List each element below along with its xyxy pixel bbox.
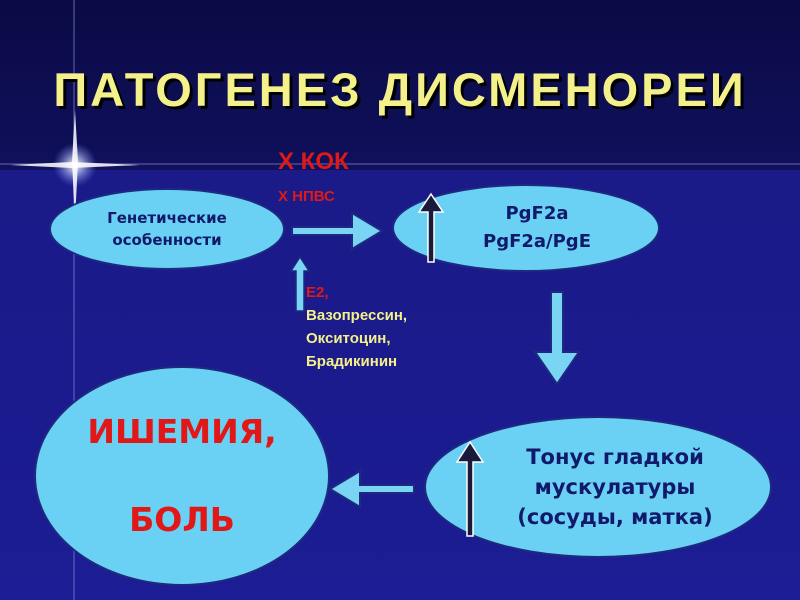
background-horizontal-line [0,163,800,165]
node-ischemia-gap [176,454,188,498]
background-top [0,0,800,170]
node-pgf-line-1: PgF2a [505,203,569,224]
node-pgf-line-2: PgF2a/PgE [483,231,591,252]
increase-arrow-icon [455,440,485,537]
increase-arrow-icon [417,192,445,263]
arrow-down-icon [533,291,581,386]
node-tonus-line-3: (сосуды, матка) [517,505,713,529]
node-ischemia-line-1: ИШЕМИЯ, [87,412,277,451]
background-vertical-line [73,0,75,600]
page-title: ПАТОГЕНЕЗ ДИСМЕНОРЕИ [53,63,747,116]
stimulator-bradykinin: Брадикинин [306,353,398,370]
stimulator-oxytocin: Окситоцин, [306,330,391,347]
stimulator-vasopressin: Вазопрессин, [306,307,408,324]
node-smooth-muscle-tone: Тонус гладкой мускулатуры (сосуды, матка… [424,416,772,558]
node-tonus-line-1: Тонус гладкой [526,445,704,469]
stimulator-e2: Е2, [306,284,329,301]
node-tonus-line-2: мускулатуры [534,475,696,499]
node-genetic-line-2: особенности [112,231,222,249]
node-ischemia-line-2: БОЛЬ [129,500,235,539]
arrow-up-icon [289,255,311,312]
node-genetic-features: Генетические особенности [49,188,285,270]
node-prostaglandins: PgF2a PgF2a/PgE [392,184,660,272]
sparkle-icon [10,110,140,220]
inhibitor-npvs-label: Х НПВС [278,188,335,205]
stimulator-list: Е2, Вазопрессин, Окситоцин, Брадикинин [306,281,407,373]
arrow-left-icon [328,469,415,509]
node-genetic-line-1: Генетические [107,209,227,227]
arrow-right-icon [291,211,384,251]
inhibitor-kok-label: Х КОК [278,148,349,175]
node-ischemia-pain: ИШЕМИЯ, БОЛЬ [34,366,330,586]
